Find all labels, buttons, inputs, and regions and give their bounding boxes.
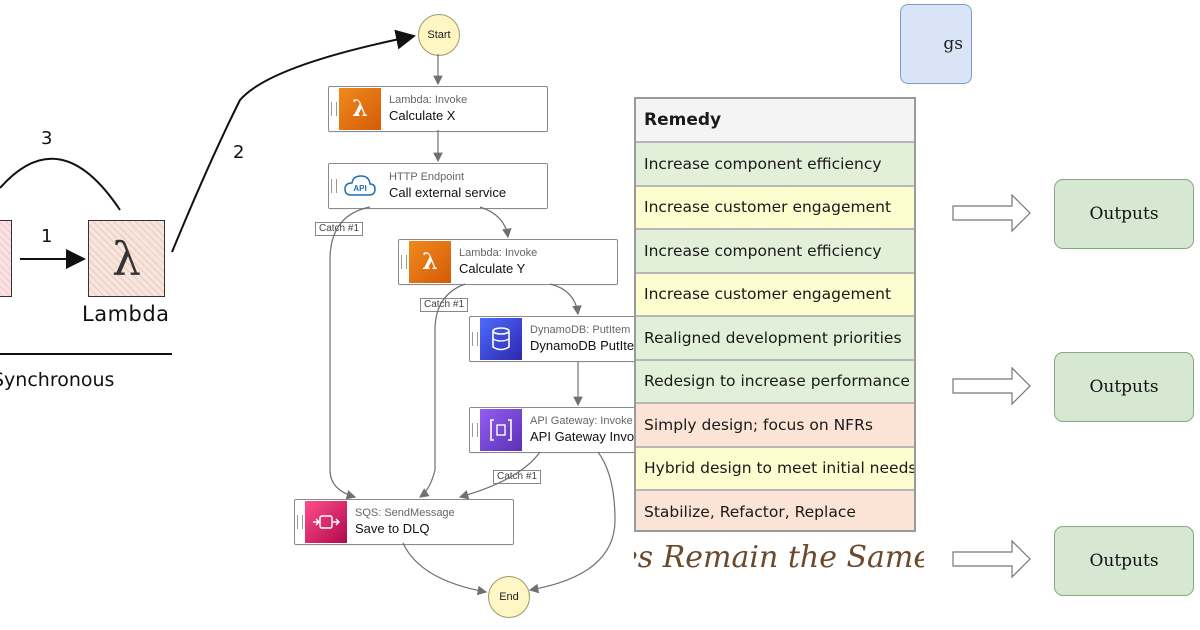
edge-http-catch xyxy=(329,206,371,500)
catch-label: Catch #1 xyxy=(493,470,542,484)
drag-handle-icon[interactable] xyxy=(470,408,480,452)
state-type: API Gateway: Invoke xyxy=(530,415,633,427)
lambda-label: Lambda xyxy=(82,302,170,326)
start-node[interactable]: Start xyxy=(418,14,460,56)
lambda-box: λ xyxy=(88,220,165,297)
state-name: Calculate X xyxy=(389,108,456,123)
remedy-row: Increase component efficiency xyxy=(636,143,914,187)
catch-label: Catch #1 xyxy=(315,222,364,236)
block-arrow-1 xyxy=(952,193,1031,233)
sqs-icon xyxy=(305,501,347,543)
state-name: Calculate Y xyxy=(459,261,526,276)
drag-handle-icon[interactable] xyxy=(470,317,480,361)
api-cloud-icon: API xyxy=(339,165,381,207)
state-calculate-y[interactable]: λ Lambda: Invoke Calculate Y xyxy=(398,239,618,285)
drag-handle-icon[interactable] xyxy=(329,87,339,131)
synchronous-label: Synchronous xyxy=(0,369,115,391)
edge-http-calcy xyxy=(479,206,512,239)
remedy-row: Redesign to increase performance xyxy=(636,360,914,404)
state-name: API Gateway Invoke xyxy=(530,429,648,444)
remedy-row: Increase customer engagement xyxy=(636,273,914,317)
edge-calcy-catch xyxy=(419,283,466,498)
state-name: Save to DLQ xyxy=(355,521,430,536)
api-icon-text: API xyxy=(353,184,366,193)
outputs-box: Outputs xyxy=(1054,352,1194,422)
edge-calcy-dynamo xyxy=(549,283,582,316)
remedy-row: Simply design; focus on NFRs xyxy=(636,404,914,448)
remain-the-same-caption: es Remain the Same xyxy=(634,540,924,575)
state-type: DynamoDB: PutItem xyxy=(530,324,631,336)
arrow-number-1: 1 xyxy=(41,226,53,247)
dynamodb-icon xyxy=(480,318,522,360)
remedy-row: Stabilize, Refactor, Replace xyxy=(636,491,914,530)
remedy-row: Realigned development priorities xyxy=(636,317,914,361)
edge-apigw-end xyxy=(528,451,616,594)
catch-label: Catch #1 xyxy=(420,298,469,312)
remedy-row: Increase component efficiency xyxy=(636,230,914,274)
drag-handle-icon[interactable] xyxy=(399,240,409,284)
state-call-external-service[interactable]: API HTTP Endpoint Call external service xyxy=(328,163,548,209)
edge-dlq-end xyxy=(402,542,488,596)
arrow-number-2: 2 xyxy=(233,142,245,163)
remedy-row: Increase customer engagement xyxy=(636,186,914,230)
block-arrow-2 xyxy=(952,366,1031,406)
end-node[interactable]: End xyxy=(488,576,530,618)
api-gateway-icon xyxy=(480,409,522,451)
state-type: Lambda: Invoke xyxy=(389,94,468,106)
arrow-2 xyxy=(171,29,416,253)
event-source-box xyxy=(0,220,12,297)
outputs-box: Outputs xyxy=(1054,526,1194,596)
top-box-fragment: gs xyxy=(900,4,972,84)
state-type: Lambda: Invoke xyxy=(459,247,538,259)
lambda-icon: λ xyxy=(111,231,142,286)
lambda-icon: λ xyxy=(339,88,381,130)
lambda-icon: λ xyxy=(409,241,451,283)
outputs-box: Outputs xyxy=(1054,179,1194,249)
arrow-3 xyxy=(0,157,121,211)
arrow-number-3: 3 xyxy=(41,128,53,149)
state-name: DynamoDB PutItem xyxy=(530,338,645,353)
state-name: Call external service xyxy=(389,185,507,200)
remedy-row: Hybrid design to meet initial needs xyxy=(636,447,914,491)
drag-handle-icon[interactable] xyxy=(295,500,305,544)
state-calculate-x[interactable]: λ Lambda: Invoke Calculate X xyxy=(328,86,548,132)
drag-handle-icon[interactable] xyxy=(329,164,339,208)
state-type: HTTP Endpoint xyxy=(389,171,465,183)
remedy-table-header: Remedy xyxy=(636,99,914,143)
state-save-to-dlq[interactable]: SQS: SendMessage Save to DLQ xyxy=(294,499,514,545)
block-arrow-3 xyxy=(952,539,1031,579)
state-type: SQS: SendMessage xyxy=(355,507,455,519)
